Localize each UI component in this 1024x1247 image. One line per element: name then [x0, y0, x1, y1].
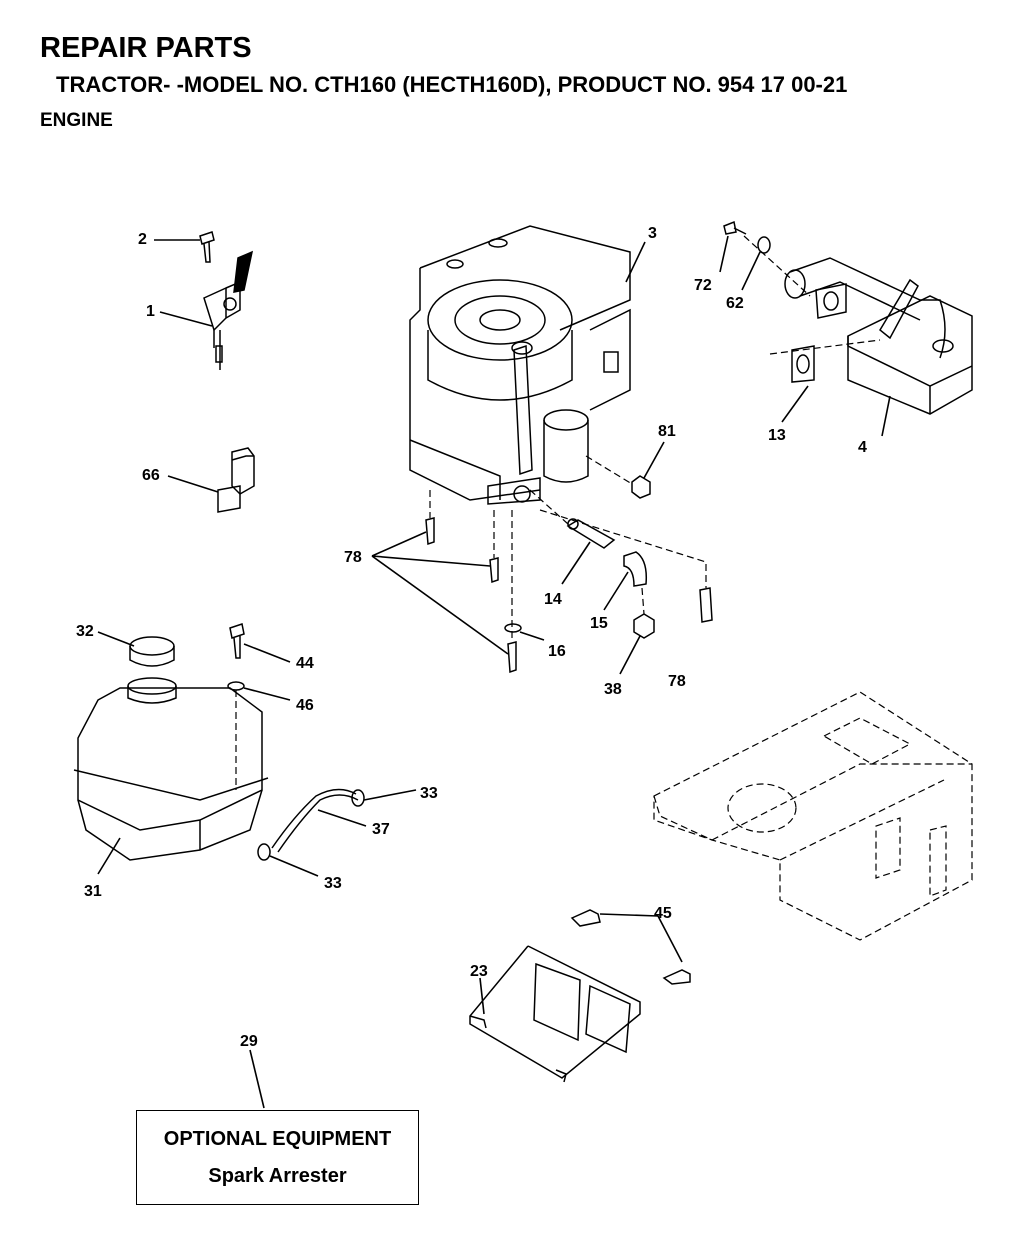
- fuel-line-icon: [271, 788, 359, 853]
- leader-lines: [97, 235, 891, 1109]
- callout-45: 45: [654, 905, 672, 922]
- bolt-icon: [723, 220, 747, 235]
- frame-icon: [653, 691, 973, 941]
- choke-knob-icon: [217, 447, 255, 513]
- callout-81: 81: [658, 423, 676, 440]
- washer-icon: [504, 623, 522, 633]
- fuel-cap-icon: [129, 636, 175, 667]
- callout-1: 1: [146, 303, 155, 320]
- callout-32: 32: [76, 623, 94, 640]
- throttle-control-icon: [203, 250, 254, 370]
- gasket-icon: [791, 283, 847, 383]
- callout-16: 16: [548, 643, 566, 660]
- callout-labels: 2 1 3 72 62 81 13 4 66 78 14 15 16 38 78…: [76, 225, 867, 1050]
- optional-equipment-item: Spark Arrester: [208, 1165, 347, 1187]
- callout-44: 44: [296, 655, 314, 672]
- clamp-icon: [257, 789, 365, 861]
- model-subtitle: TRACTOR- -MODEL NO. CTH160 (HECTH160D), …: [56, 72, 848, 97]
- callout-3: 3: [648, 225, 657, 242]
- screw-icon: [570, 909, 691, 985]
- callout-66: 66: [142, 467, 160, 484]
- callout-46: 46: [296, 697, 314, 714]
- engine-icon: [409, 225, 631, 505]
- callout-2: 2: [138, 231, 147, 248]
- callout-33-a: 33: [420, 785, 438, 802]
- fuel-tank-icon: [73, 677, 269, 861]
- callout-78-b: 78: [668, 673, 686, 690]
- optional-equipment-box: OPTIONAL EQUIPMENT Spark Arrester: [136, 1110, 419, 1205]
- bolt-icon: [425, 517, 713, 674]
- callout-78-a: 78: [344, 549, 362, 566]
- section-title: ENGINE: [40, 110, 113, 131]
- muffler-icon: [784, 257, 973, 415]
- screw-icon: [229, 623, 245, 659]
- elbow-icon: [623, 551, 648, 587]
- callout-72: 72: [694, 277, 712, 294]
- screw-icon: [199, 231, 215, 263]
- callout-33-b: 33: [324, 875, 342, 892]
- heat-shield-icon: [469, 945, 641, 1083]
- callout-37: 37: [372, 821, 390, 838]
- callout-38: 38: [604, 681, 622, 698]
- callout-4: 4: [858, 439, 867, 456]
- callout-62: 62: [726, 295, 744, 312]
- washer-icon: [227, 681, 245, 691]
- callout-23: 23: [470, 963, 488, 980]
- callout-13: 13: [768, 427, 786, 444]
- nut-icon: [631, 475, 651, 499]
- callout-14: 14: [544, 591, 562, 608]
- callout-31: 31: [84, 883, 102, 900]
- pipe-icon: [566, 518, 616, 549]
- nut-icon: [633, 613, 655, 639]
- optional-equipment-title: OPTIONAL EQUIPMENT: [163, 1128, 392, 1150]
- callout-29: 29: [240, 1033, 258, 1050]
- page-title: REPAIR PARTS: [40, 32, 252, 64]
- callout-15: 15: [590, 615, 608, 632]
- washer-icon: [757, 236, 771, 254]
